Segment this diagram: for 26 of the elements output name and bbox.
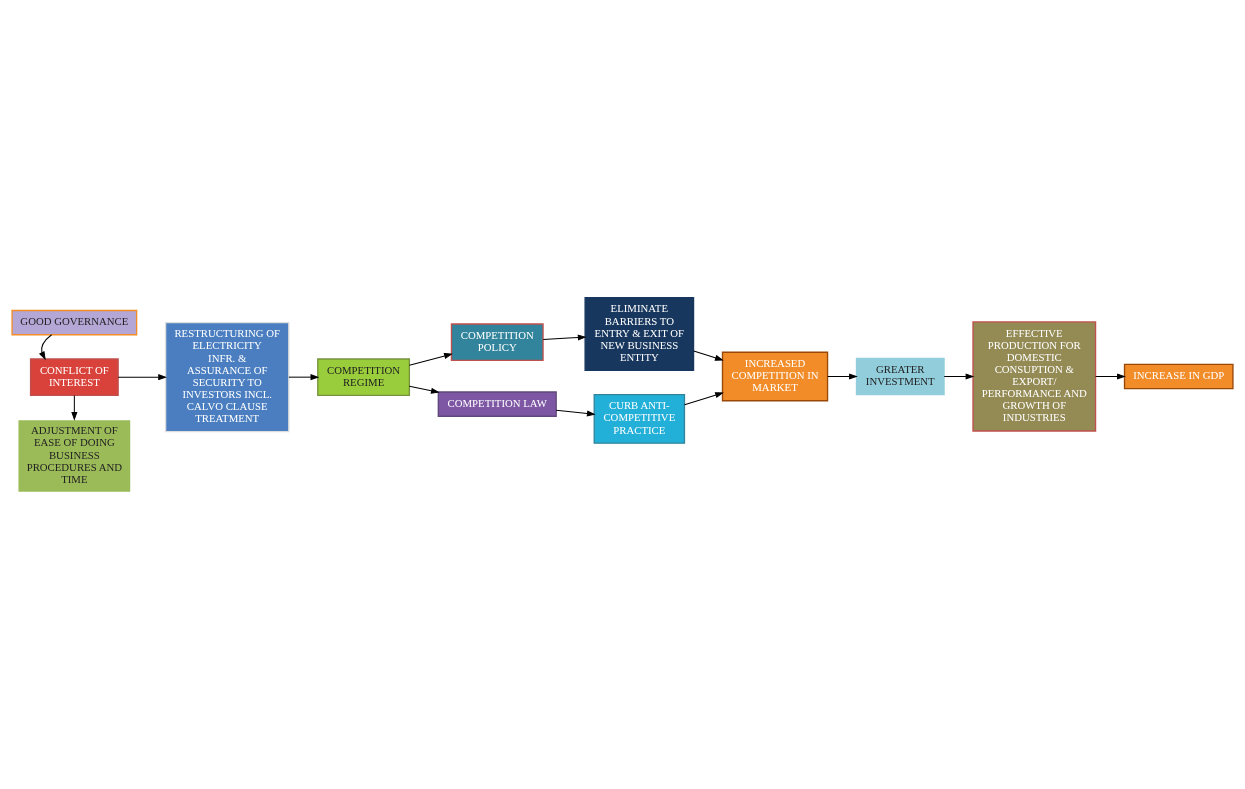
node-box: RESTRUCTURING OF ELECTRICITY INFR. & ASSURANCE OF SECURITY TO INVESTORS INCL. CALVO CLAUSE TREATMENT (164, 321, 290, 432)
arrow (71, 394, 78, 421)
node-box: CONFLICT OF INTEREST (29, 357, 119, 396)
arrow (542, 334, 587, 341)
node-box: GOOD GOVERNANCE (11, 309, 138, 335)
node-box: ADJUSTMENT OF EASE OF DOING BUSINESS PROCEDURES AND TIME (17, 418, 132, 493)
arrow (693, 350, 724, 361)
node-box: COMPETITION POLICY (450, 322, 544, 361)
arrow (288, 373, 320, 380)
arrow (943, 372, 975, 380)
arrow (408, 385, 440, 394)
node-box: EFFECTIVE PRODUCTION FOR DOMESTIC CONSUPTION & EXPORT/ PERFORMANCE AND GROWTH OF INDUSTRIES (972, 320, 1097, 432)
arrow (1095, 372, 1126, 380)
node-box: INCREASED COMPETITION IN MARKET (721, 351, 829, 401)
arrow (684, 391, 724, 405)
node-box: GREATER INVESTMENT (855, 357, 945, 395)
arrow (38, 333, 53, 360)
node-box: ELIMINATE BARRIERS TO ENTRY & EXIT OF NEW BUSINESS ENTITY (584, 296, 695, 371)
arrow (408, 352, 453, 366)
node-box: INCREASE IN GDP (1123, 363, 1234, 389)
arrow (117, 373, 167, 380)
node-box: CURB ANTI- COMPETITIVE PRACTICE (593, 393, 686, 444)
arrow (827, 372, 858, 380)
node-box: COMPETITION LAW (437, 390, 557, 417)
arrow (555, 409, 596, 416)
node-box: COMPETITION REGIME (317, 357, 411, 396)
